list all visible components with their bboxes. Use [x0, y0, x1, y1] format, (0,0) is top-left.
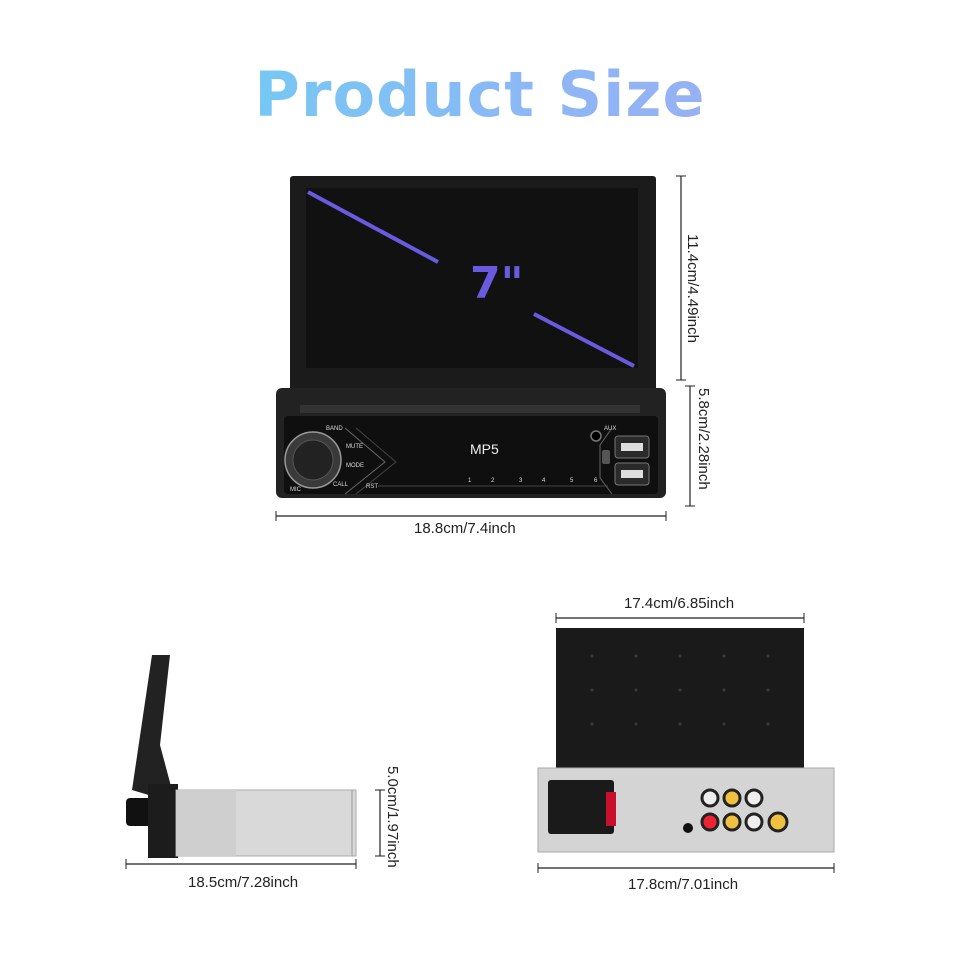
mode-button: MODE [346, 463, 364, 469]
page-title: Product Size [0, 58, 960, 131]
front-height-screen-label: 11.4cm/4.49inch [684, 234, 701, 343]
mute-button: MUTE [346, 444, 363, 450]
preset-3: 3 [519, 478, 523, 484]
rst-button: RST [366, 484, 378, 490]
preset-4: 4 [542, 478, 546, 484]
side-height-label: 5.0cm/1.97inch [384, 766, 401, 868]
rca-jacks [700, 788, 789, 833]
aux-jack [590, 430, 602, 442]
side-knob [126, 798, 154, 826]
usb-c-port [602, 450, 610, 464]
band-button: BAND [326, 426, 343, 432]
preset-2: 2 [491, 478, 495, 484]
front-faceplate [284, 416, 658, 494]
diagonal-line-top [307, 190, 439, 264]
usb-port-1 [621, 443, 643, 451]
front-height-body-label: 5.8cm/2.28inch [695, 388, 712, 490]
back-top-width-label: 17.4cm/6.85inch [624, 595, 735, 612]
screen-size-label: 7" [470, 258, 524, 309]
iso-connector [548, 780, 614, 834]
side-depth-label: 18.5cm/7.28inch [188, 874, 299, 891]
usb-port-2 [621, 470, 643, 478]
preset-6: 6 [594, 478, 598, 484]
call-button: CALL [333, 482, 349, 488]
mic-label: MIC [290, 487, 301, 493]
display-label: MP5 [470, 441, 499, 457]
side-faceplate [148, 784, 178, 858]
diagonal-line-bottom [533, 312, 635, 368]
aux-label: AUX [604, 426, 617, 432]
back-bottom-width-label: 17.8cm/7.01inch [628, 876, 739, 893]
front-width-label: 18.8cm/7.4inch [414, 520, 516, 537]
preset-1: 1 [468, 478, 472, 484]
preset-5: 5 [570, 478, 574, 484]
antenna-jack [683, 823, 693, 833]
side-screen-arm [132, 655, 172, 796]
back-screen [556, 628, 804, 770]
